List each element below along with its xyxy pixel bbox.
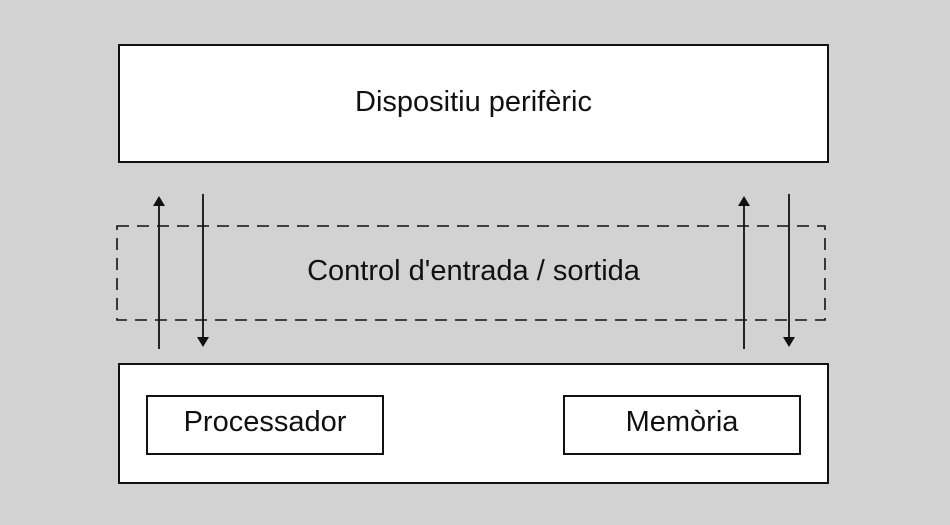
left-arrow-pair — [153, 194, 209, 349]
processor-label: Processador — [183, 406, 347, 438]
processor-box — [146, 395, 384, 455]
memory-box — [563, 395, 801, 455]
peripheral-device-box — [118, 44, 829, 163]
peripheral-device-label: Dispositiu perifèric — [355, 86, 592, 118]
right-arrow-pair — [738, 194, 795, 349]
memory-label: Memòria — [625, 406, 739, 438]
io-control-label: Control d'entrada / sortida — [307, 255, 640, 287]
